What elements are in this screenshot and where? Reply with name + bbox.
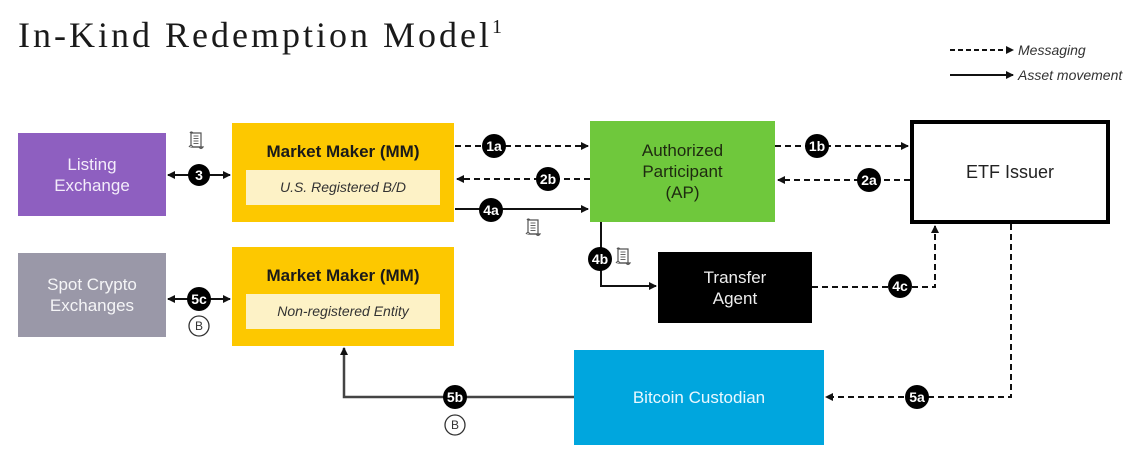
listing-exchange-label-1: Listing bbox=[67, 154, 117, 174]
share-certificate-icon bbox=[525, 218, 541, 237]
listing-exchange-label-2: Exchange bbox=[54, 175, 130, 195]
step-badge-5b: 5b bbox=[443, 385, 467, 409]
etf-issuer-label: ETF Issuer bbox=[965, 161, 1054, 182]
market-maker-registered-box: Market Maker (MM) U.S. Registered B/D bbox=[232, 123, 454, 222]
step-badge-4c: 4c bbox=[888, 274, 912, 298]
svg-text:3: 3 bbox=[195, 167, 203, 183]
legend-messaging-label: Messaging bbox=[1018, 42, 1086, 58]
svg-text:B: B bbox=[451, 418, 459, 432]
diagram-title: In-Kind Redemption Model1 bbox=[18, 14, 502, 56]
ap-label-2: Participant bbox=[642, 162, 723, 181]
ap-label-3: (AP) bbox=[665, 183, 700, 202]
step-badge-1a: 1a bbox=[482, 134, 506, 158]
share-certificate-icon bbox=[615, 247, 631, 266]
svg-text:2b: 2b bbox=[540, 171, 556, 187]
legend-asset-movement-label: Asset movement bbox=[1018, 67, 1123, 83]
bitcoin-icon: B bbox=[188, 315, 210, 337]
title-text: In-Kind Redemption Model bbox=[18, 15, 492, 55]
edge-5b bbox=[340, 347, 574, 399]
svg-text:5b: 5b bbox=[447, 389, 463, 405]
share-certificate-icon bbox=[188, 131, 204, 150]
svg-text:1a: 1a bbox=[486, 138, 502, 154]
svg-text:5c: 5c bbox=[191, 291, 207, 307]
svg-text:4a: 4a bbox=[483, 202, 499, 218]
edge-5a bbox=[825, 224, 1012, 401]
step-badge-2b: 2b bbox=[536, 167, 560, 191]
step-badge-4a: 4a bbox=[479, 198, 503, 222]
step-badge-3: 3 bbox=[188, 164, 210, 186]
bitcoin-icon: B bbox=[444, 414, 466, 436]
svg-text:2a: 2a bbox=[861, 172, 877, 188]
step-badge-1b: 1b bbox=[805, 134, 829, 158]
market-maker-nonregistered-title: Market Maker (MM) bbox=[266, 266, 420, 285]
title-footnote: 1 bbox=[491, 16, 502, 38]
market-maker-registered-title: Market Maker (MM) bbox=[266, 142, 420, 161]
spot-crypto-label-1: Spot Crypto bbox=[47, 275, 137, 294]
bitcoin-custodian-label: Bitcoin Custodian bbox=[632, 388, 766, 407]
spot-crypto-label-2: Exchanges bbox=[49, 296, 135, 315]
svg-text:5a: 5a bbox=[909, 389, 925, 405]
market-maker-nonregistered-box: Market Maker (MM) Non-registered Entity bbox=[232, 247, 454, 346]
etf-issuer-box: ETF Issuer bbox=[910, 120, 1110, 224]
step-badge-5a: 5a bbox=[905, 385, 929, 409]
svg-text:4c: 4c bbox=[892, 278, 908, 294]
svg-text:4b: 4b bbox=[592, 251, 608, 267]
transfer-agent-label-1: Transfer bbox=[703, 267, 767, 287]
market-maker-registered-subtitle: U.S. Registered B/D bbox=[246, 170, 440, 205]
bitcoin-custodian-box: Bitcoin Custodian bbox=[574, 350, 824, 445]
ap-label-1: Authorized bbox=[641, 141, 724, 160]
svg-text:B: B bbox=[195, 319, 203, 333]
transfer-agent-label-2: Agent bbox=[712, 288, 758, 308]
edge-4b bbox=[600, 222, 657, 290]
step-badge-2a: 2a bbox=[857, 168, 881, 192]
step-badge-4b: 4b bbox=[588, 247, 612, 271]
market-maker-nonregistered-subtitle: Non-registered Entity bbox=[246, 294, 440, 329]
svg-text:1b: 1b bbox=[809, 138, 825, 154]
step-badge-5c: 5c bbox=[187, 287, 211, 311]
edge-4c bbox=[812, 225, 939, 288]
